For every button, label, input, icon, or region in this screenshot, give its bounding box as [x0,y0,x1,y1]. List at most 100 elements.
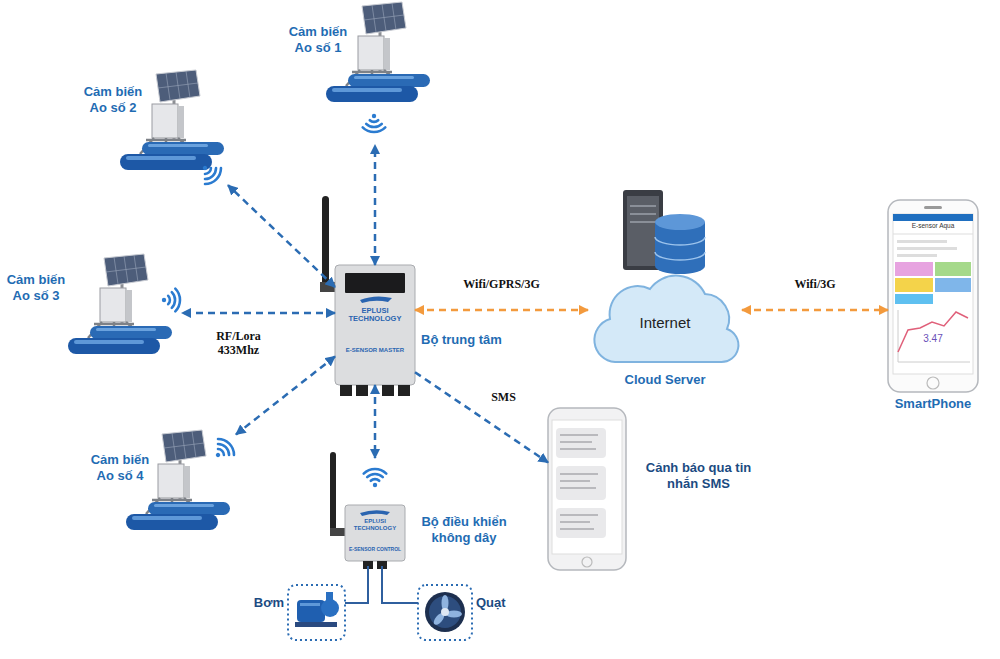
fan-illustration-part [441,608,449,616]
cloud-illustration [594,276,738,362]
sms-phone-illustration-part [552,420,622,554]
smartphone-illustration-part [897,254,937,257]
hub-illustration-part [345,273,405,293]
node-label: Bộ điều khiển không dây [414,514,514,547]
wifi-symbol-part [208,436,237,465]
smartphone-illustration-part [888,200,978,392]
fan-illustration-part [418,585,472,640]
edge-label-slot: Wifi/GPRS/3G [460,276,542,292]
signal-arrow [374,385,377,458]
edge-label: RF/Lora 433Mhz [209,328,269,359]
smartphone: SmartPhoneE-sensor Aqua3.47 [888,200,978,392]
controller-illustration-part [345,505,405,561]
smartphone-illustration-part [897,247,957,250]
smartphone-illustration-part [897,240,947,243]
smartphone-illustration-part [898,312,968,352]
signal-arrow [742,309,888,312]
smartphone-illustration-part [935,262,971,276]
sensor-node: Cảm biến Ao số 1 [318,2,432,145]
sensor-illustration-part [68,254,172,354]
cloud-illustration-part [594,276,738,362]
smartphone-illustration-part [895,278,933,292]
sms-phone-illustration [548,408,626,570]
text-slot: E-sensor Aqua [894,222,972,229]
server-illustration-part [627,196,659,266]
sensor-node: Cảm biến Ao số 4 [120,428,236,532]
text-slot: Bơm [250,595,284,611]
fan-box: Quạt [418,585,472,640]
hub-illustration-part [382,385,394,396]
device-text: E-SENSOR MASTER [339,347,411,354]
pump-illustration-part [297,600,325,622]
text-slot: Quạt [476,595,516,611]
signal-arrow [182,312,335,315]
text-slot: Cloud Server [588,372,742,388]
node-label: Cảm biến Ao số 4 [85,452,155,485]
smartphone-illustration-part [935,278,971,292]
controller-illustration-part [360,510,390,516]
sms-phone-illustration-part [548,408,626,570]
signal-arrow [228,185,335,287]
pump-illustration-part [321,599,339,617]
device-text: E-SENSOR CONTROL [345,547,405,553]
signal-arrow [415,372,548,462]
sms-phone-illustration-part [556,466,606,500]
edge-label: Wifi/GPRS/3G [460,276,542,292]
edge-label: Wifi/3G [791,276,838,292]
server-illustration-part [655,214,705,230]
controller-device: Bộ điều khiển không dâyEPLUSI TECHNOLOGY… [340,458,410,566]
pump-illustration-part [326,592,333,601]
device-text: Cloud Server [588,372,742,388]
text-slot: Cảm biến Ao số 1 [282,24,354,57]
smartphone-illustration-part [893,234,973,235]
node-label: Quạt [476,595,516,611]
sensor-node: Cảm biến Ao số 2 [113,68,228,193]
server-illustration-part [630,206,656,222]
node-label: Cảm biến Ao số 1 [282,24,354,57]
controller-illustration-part [330,452,336,534]
signal-arrow [236,357,335,435]
smartphone-illustration-part [895,262,933,276]
hub-illustration [320,196,415,396]
device-text: 3.47 [916,333,950,344]
fan-illustration-part [429,596,461,628]
smartphone-illustration-part [895,294,933,304]
smartphone-illustration-part [924,206,942,209]
sms-phone: Cảnh báo qua tin nhắn SMS [548,408,626,570]
text-slot: E-SENSOR MASTER [339,347,411,354]
text-slot: 3.47 [916,333,950,344]
pump-box: Bơm [288,585,345,640]
pump-illustration [288,585,345,640]
node-label: Cảnh báo qua tin nhắn SMS [636,460,761,493]
node-label: Cảm biến Ao số 3 [3,272,69,305]
wifi-symbol-part [363,114,386,132]
sensor-illustration [68,2,430,530]
text-slot: EPLUSI TECHNOLOGY [343,307,407,324]
text-slot: Bộ điều khiển không dây [414,514,514,547]
edge-label-slot: Wifi/3G [791,276,838,292]
smartphone-illustration [888,200,978,392]
wire-connector [382,566,418,603]
wifi-symbol-part [364,469,387,487]
server-illustration-part [655,237,705,260]
node-label: Cảm biến Ao số 2 [78,84,148,117]
sensor-node: Cảm biến Ao số 3 [62,252,182,358]
wifi-symbol-part [162,289,180,312]
connectors [182,145,888,603]
text-slot: Internet [608,314,722,332]
text-slot: EPLUSI TECHNOLOGY [351,518,399,531]
text-slot: Cảm biến Ao số 2 [78,84,148,117]
pump-illustration-part [300,603,320,606]
sms-phone-illustration-part [582,557,592,567]
wire-connector [345,566,368,603]
hub-illustration-part [360,296,392,303]
hub-illustration-part [335,265,415,385]
fan-illustration-part [425,592,465,632]
hub-illustration-part [340,385,352,396]
node-label: Bộ trung tâm [421,332,531,348]
device-text: E-sensor Aqua [894,222,972,229]
smartphone-illustration-part [927,377,939,389]
pump-illustration-part [295,622,337,627]
text-slot: Cảm biến Ao số 3 [3,272,69,305]
